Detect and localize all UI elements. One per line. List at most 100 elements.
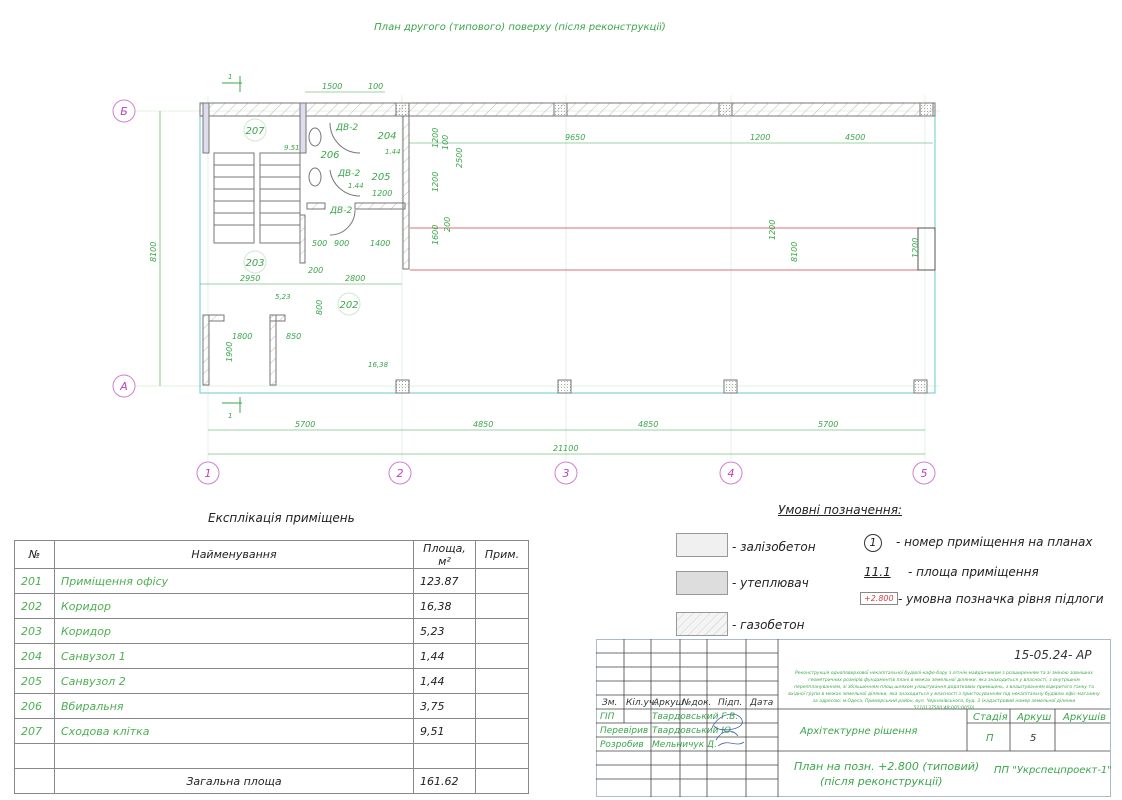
- svg-text:21100: 21100: [553, 444, 578, 453]
- col-header: Кіл.уч.: [626, 698, 658, 708]
- col-header: Підп.: [718, 698, 743, 708]
- role: ГІП: [600, 712, 615, 722]
- legend-title: Умовні позначення:: [778, 503, 902, 517]
- legend-item: - номер приміщення на планах: [896, 535, 1093, 549]
- svg-text:205: 205: [371, 172, 390, 183]
- svg-text:1: 1: [228, 412, 232, 420]
- aerated-concrete-swatch: [676, 612, 728, 636]
- person-name: Твардовський Ю.: [652, 726, 734, 736]
- svg-text:1200: 1200: [750, 133, 770, 142]
- svg-text:5700: 5700: [295, 420, 315, 429]
- sheets-label: Аркушів: [1063, 712, 1106, 723]
- building-outline: [199, 102, 936, 394]
- explication-title: Експлікація приміщень: [208, 511, 355, 525]
- svg-text:1: 1: [205, 467, 212, 480]
- legend-item: - залізобетон: [732, 540, 816, 554]
- svg-text:3: 3: [563, 467, 570, 480]
- drawing-subtitle: (після реконструкції): [820, 775, 943, 788]
- svg-text:850: 850: [286, 332, 301, 341]
- sheet-value: 5: [1030, 733, 1037, 744]
- svg-text:200: 200: [308, 266, 323, 275]
- svg-text:5700: 5700: [818, 420, 838, 429]
- svg-text:4850: 4850: [473, 420, 493, 429]
- company-name: ПП "Укрспецпроект-1": [994, 765, 1112, 776]
- svg-text:207: 207: [245, 126, 265, 137]
- insulation-swatch: [676, 571, 728, 595]
- columns: [395, 102, 934, 394]
- axis-markers: Б А 1 2 3 4 5: [112, 99, 936, 485]
- floor-plan: План другого (типового) поверху (після р…: [112, 21, 940, 485]
- svg-text:500: 500: [312, 239, 327, 248]
- legend-item: - умовна позначка рівня підлоги: [898, 592, 1104, 606]
- project-description: Реконструкція одноповерхової некапітальн…: [788, 671, 1100, 711]
- svg-text:ДВ-2: ДВ-2: [337, 169, 360, 179]
- doc-code: 15-05.24- АР: [1014, 648, 1092, 662]
- signature: [711, 713, 745, 747]
- legend-item: - газобетон: [732, 618, 805, 632]
- svg-text:1800: 1800: [232, 332, 252, 341]
- svg-text:2: 2: [397, 467, 404, 480]
- svg-text:1200: 1200: [431, 128, 440, 148]
- svg-text:9650: 9650: [565, 133, 585, 142]
- entrance-opening: [917, 227, 936, 271]
- table-row: [14, 743, 529, 769]
- role: Перевірив: [600, 726, 649, 736]
- section-name: Архітектурне рішення: [800, 726, 918, 737]
- svg-text:202: 202: [339, 300, 358, 311]
- person-name: Мельничук Д.: [652, 740, 717, 750]
- svg-text:4: 4: [728, 467, 735, 480]
- svg-text:1200: 1200: [431, 172, 440, 192]
- area-symbol: 11.1: [864, 565, 891, 579]
- col-header: Зм.: [602, 698, 618, 708]
- svg-text:1900: 1900: [225, 342, 234, 362]
- svg-text:100: 100: [441, 135, 450, 150]
- svg-text:1500: 1500: [322, 82, 342, 91]
- role: Розробив: [600, 740, 644, 750]
- svg-text:2950: 2950: [240, 274, 260, 283]
- svg-text:1: 1: [228, 73, 232, 81]
- svg-text:9.51: 9.51: [284, 144, 300, 152]
- svg-text:203: 203: [245, 258, 264, 269]
- svg-text:8100: 8100: [149, 242, 158, 262]
- floor-level-symbol: +2.800: [860, 592, 898, 605]
- svg-text:8100: 8100: [790, 242, 799, 262]
- svg-text:1600: 1600: [431, 225, 440, 245]
- title-block-grid: [596, 639, 1111, 797]
- toilets: [308, 122, 361, 236]
- svg-text:4850: 4850: [638, 420, 658, 429]
- svg-text:1200: 1200: [768, 220, 777, 240]
- svg-text:5,23: 5,23: [275, 293, 291, 301]
- svg-text:800: 800: [315, 300, 324, 315]
- legend-item: - утеплювач: [732, 576, 809, 590]
- stage-label: Стадія: [973, 712, 1008, 723]
- svg-text:А: А: [119, 380, 128, 393]
- svg-text:1.44: 1.44: [348, 182, 364, 190]
- svg-text:ДВ-2: ДВ-2: [329, 206, 352, 216]
- table-header: № Найменування Площа, м² Прим.: [14, 540, 529, 569]
- sheet-label: Аркуш: [1017, 712, 1052, 723]
- svg-text:900: 900: [334, 239, 349, 248]
- svg-text:206: 206: [320, 150, 339, 161]
- drawing-title: План на позн. +2.800 (типовий): [794, 760, 980, 773]
- svg-text:2500: 2500: [455, 148, 464, 168]
- svg-text:Б: Б: [120, 105, 128, 118]
- svg-text:204: 204: [377, 131, 396, 142]
- col-header: №док.: [682, 698, 712, 708]
- svg-text:1200: 1200: [911, 238, 920, 258]
- svg-text:1200: 1200: [372, 189, 392, 198]
- svg-text:2800: 2800: [345, 274, 365, 283]
- plan-title: План другого (типового) поверху (після р…: [374, 21, 666, 33]
- svg-text:1.44: 1.44: [385, 148, 401, 156]
- room-labels: 207 9.51 206 204 1.44 205 1.44 203 5,23 …: [243, 118, 401, 369]
- col-header: Аркуш: [653, 698, 684, 708]
- svg-text:100: 100: [368, 82, 383, 91]
- stage-value: П: [986, 733, 994, 744]
